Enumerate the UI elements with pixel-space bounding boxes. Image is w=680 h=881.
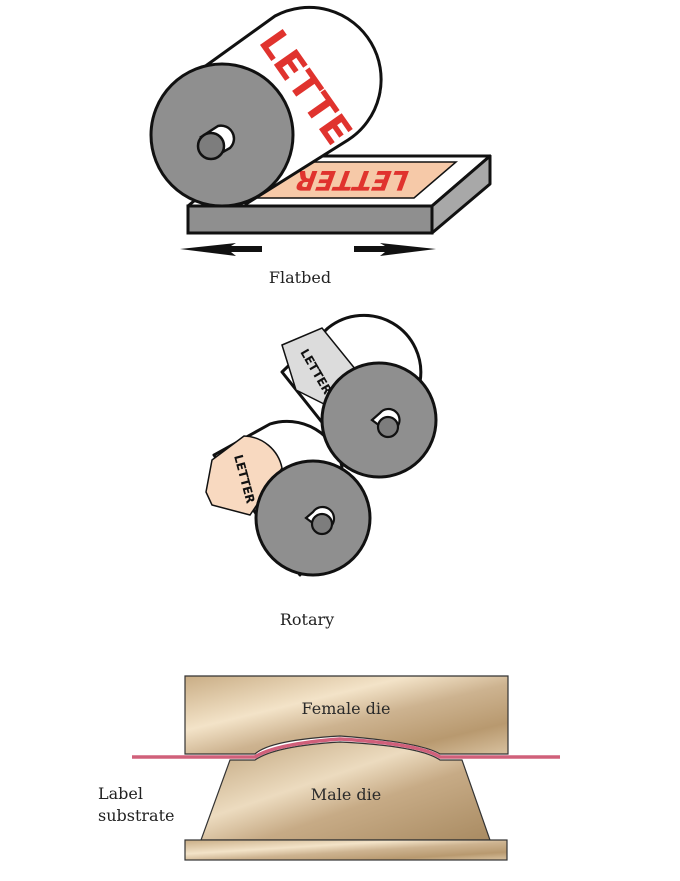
flatbed-bed-front	[186, 204, 434, 235]
label-substrate	[132, 737, 560, 759]
flatbed-illustration: LETTER LETTE	[149, 5, 492, 256]
substrate-label-line2: substrate	[98, 806, 174, 825]
arrow-left-icon	[180, 243, 262, 256]
rotary-upper-axle-end	[376, 415, 400, 439]
female-die-label: Female die	[302, 699, 391, 718]
rotary-illustration: LETTER LETTER	[205, 313, 438, 577]
male-die-label: Male die	[311, 785, 381, 804]
female-die	[184, 675, 509, 755]
flatbed-plate-text: LETTER	[290, 164, 414, 196]
male-die	[200, 741, 491, 841]
arrow-right-icon	[354, 243, 436, 256]
flatbed-caption: Flatbed	[269, 268, 331, 287]
rotary-caption: Rotary	[280, 610, 334, 629]
flatbed-axle-end	[196, 131, 226, 161]
substrate-label-line1: Label	[98, 784, 143, 803]
rotary-lower-axle-end	[310, 512, 334, 536]
die-base-plate	[184, 839, 508, 861]
embossing-illustration: Female die Male die	[132, 675, 560, 861]
